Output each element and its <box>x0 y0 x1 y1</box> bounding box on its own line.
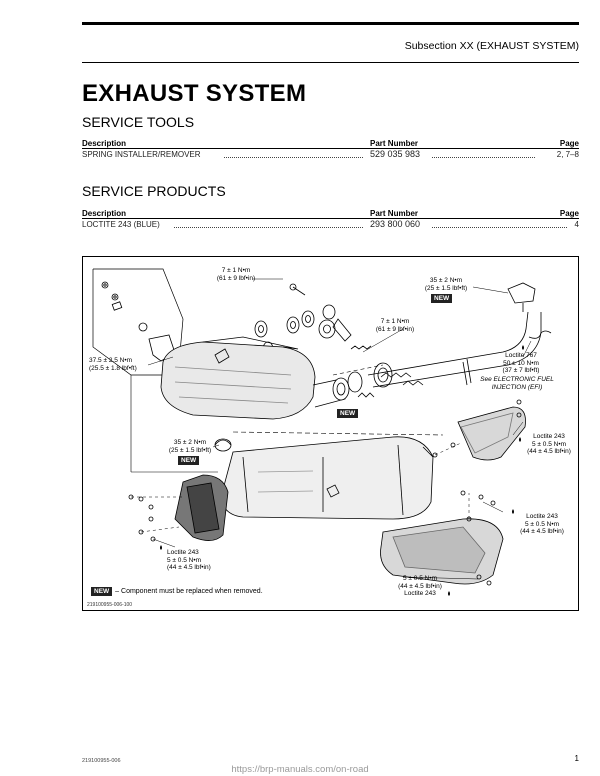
table-header: Description Part Number Page <box>82 138 579 149</box>
dot-leader <box>432 227 567 228</box>
table-header: Description Part Number Page <box>82 208 579 219</box>
legend-text: – Component must be replaced when remove… <box>115 588 263 595</box>
figure-code: 219100955-006-100 <box>87 602 133 608</box>
table-row: SPRING INSTALLER/REMOVER 529 035 983 2, … <box>82 149 579 160</box>
service-products-heading: SERVICE PRODUCTS <box>82 183 226 199</box>
table-row: LOCTITE 243 (BLUE) 293 800 060 4 <box>82 219 579 230</box>
torque-label-mid: 7 ± 1 N•m(61 ± 9 lbf•in) <box>375 318 415 333</box>
row-description: LOCTITE 243 (BLUE) <box>82 220 160 229</box>
col-page: Page <box>559 209 579 218</box>
exhaust-exploded-diagram: 7 ± 1 N•m(61 ± 9 lbf•in) 35 ± 2 N•m(25 ±… <box>82 256 579 611</box>
dot-leader <box>224 157 363 158</box>
torque-label-top-right: 35 ± 2 N•m(25 ± 1.5 lbf•ft) <box>424 277 468 292</box>
torque-label-clamp: 35 ± 2 N•m(25 ± 1.5 lbf•ft) <box>168 439 212 454</box>
row-part-number: 529 035 983 <box>370 149 421 159</box>
col-part-number: Part Number <box>370 139 419 148</box>
subsection-label: Subsection XX (EXHAUST SYSTEM) <box>404 40 579 52</box>
torque-label-top: 7 ± 1 N•m(61 ± 9 lbf•in) <box>216 267 256 282</box>
diagram-drawing <box>92 268 552 596</box>
row-page: 4 <box>574 220 579 229</box>
service-tools-heading: SERVICE TOOLS <box>82 114 195 130</box>
col-description: Description <box>82 139 127 148</box>
page-number: 1 <box>574 754 579 763</box>
figure-legend: NEW– Component must be replaced when rem… <box>91 587 263 596</box>
col-description: Description <box>82 209 127 218</box>
service-tools-table: Description Part Number Page SPRING INST… <box>82 138 579 160</box>
dot-leader <box>432 157 535 158</box>
col-part-number: Part Number <box>370 209 419 218</box>
row-part-number: 293 800 060 <box>370 219 421 229</box>
new-badge: NEW <box>431 294 453 303</box>
top-rule <box>82 22 579 25</box>
watermark-url: https://brp-manuals.com/on-road <box>231 764 369 775</box>
new-badge: NEW <box>91 587 113 596</box>
header-rule <box>82 62 579 63</box>
row-page: 2, 7–8 <box>556 150 579 159</box>
torque-label-bottom: 5 ± 0.5 N•m(44 ± 4.5 lbf•in)Loctite 243 <box>398 575 442 597</box>
service-products-table: Description Part Number Page LOCTITE 243… <box>82 208 579 230</box>
new-badge: NEW <box>178 456 200 465</box>
new-badge: NEW <box>337 409 359 418</box>
footer-doc-code: 219100955-006 <box>82 758 121 764</box>
torque-label-left: 37.5 ± 2.5 N•m(25.5 ± 1.8 lbf•ft) <box>89 357 137 372</box>
page-title: EXHAUST SYSTEM <box>82 80 307 107</box>
row-description: SPRING INSTALLER/REMOVER <box>82 150 201 159</box>
col-page: Page <box>559 139 579 148</box>
dot-leader <box>174 227 363 228</box>
